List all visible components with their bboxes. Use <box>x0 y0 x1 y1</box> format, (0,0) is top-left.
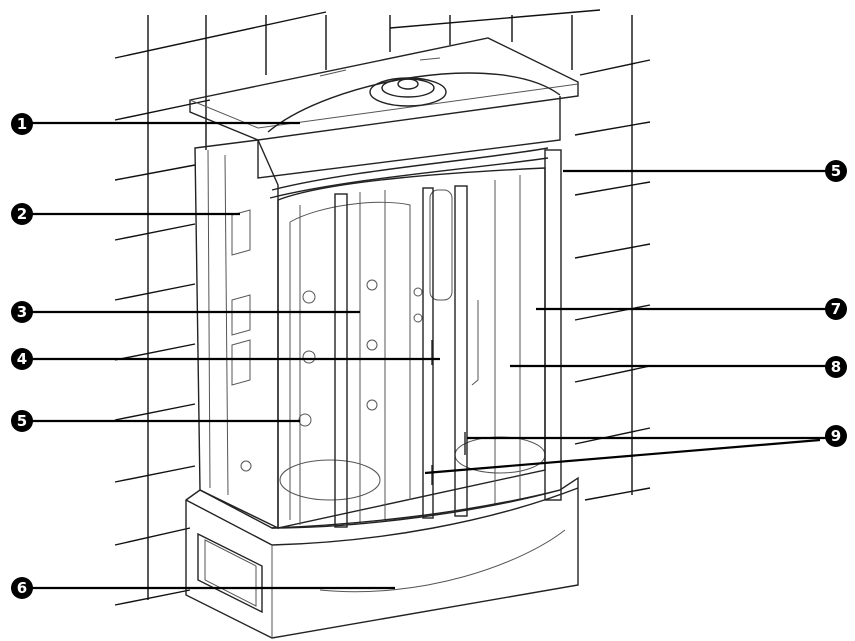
callout-1: 1 <box>11 113 33 135</box>
front-doors <box>269 147 562 529</box>
svg-text:5: 5 <box>17 412 27 430</box>
callout-7: 7 <box>825 298 847 320</box>
callout-6: 6 <box>11 577 33 599</box>
callout-8: 8 <box>825 356 847 378</box>
wall-tile-grid <box>114 9 651 606</box>
svg-text:3: 3 <box>17 303 27 321</box>
svg-text:1: 1 <box>17 115 27 133</box>
svg-text:6: 6 <box>17 579 27 597</box>
svg-text:8: 8 <box>831 358 841 376</box>
left-side-panel <box>194 139 279 530</box>
callout-9: 9 <box>825 425 847 447</box>
callout-4: 4 <box>11 348 33 370</box>
svg-text:4: 4 <box>17 350 27 368</box>
leader-lines <box>30 121 840 590</box>
svg-text:2: 2 <box>17 205 27 223</box>
svg-text:5: 5 <box>831 162 841 180</box>
svg-text:7: 7 <box>831 300 841 318</box>
ceiling-unit <box>189 37 579 179</box>
leader-9b <box>424 438 821 475</box>
svg-text:9: 9 <box>831 427 841 445</box>
base-tray <box>185 476 579 639</box>
callout-5-right: 5 <box>825 160 847 182</box>
callout-3: 3 <box>11 301 33 323</box>
callout-2: 2 <box>11 203 33 225</box>
callout-5-left: 5 <box>11 410 33 432</box>
back-panel <box>277 167 546 529</box>
